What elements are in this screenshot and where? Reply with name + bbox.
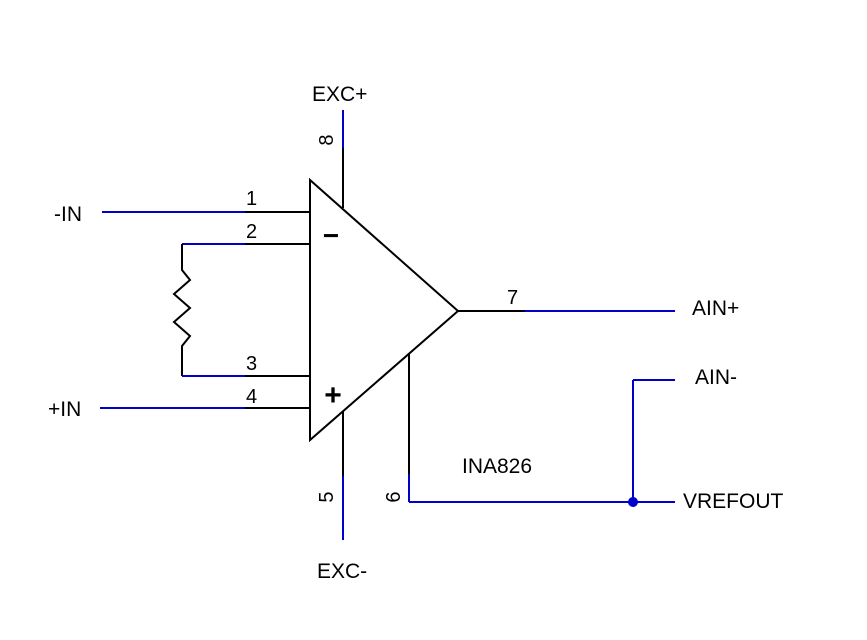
in-plus-label: +IN [48, 398, 81, 421]
in-minus-label: -IN [54, 203, 82, 226]
inverting-symbol: − [323, 220, 339, 251]
part-number-label: INA826 [462, 455, 532, 478]
pin3-number: 3 [246, 353, 257, 375]
gain-resistor [172, 244, 192, 376]
pin4-number: 4 [246, 386, 257, 408]
exc-minus-label: EXC- [317, 560, 367, 583]
ain-minus-label: AIN- [695, 366, 737, 389]
non-inverting-symbol: + [324, 379, 342, 412]
pin6-number: 6 [383, 491, 405, 502]
amplifier-triangle [309, 177, 460, 443]
pin5-number: 5 [316, 491, 338, 502]
pin1-number: 1 [246, 188, 257, 210]
ain-plus-label: AIN+ [692, 297, 739, 320]
vrefout-label: VREFOUT [683, 490, 784, 513]
pin2-number: 2 [246, 221, 257, 243]
pin7-number: 7 [507, 287, 518, 309]
exc-plus-label: EXC+ [312, 83, 367, 106]
pin8-number: 8 [316, 134, 338, 145]
junction-dot [628, 497, 638, 507]
